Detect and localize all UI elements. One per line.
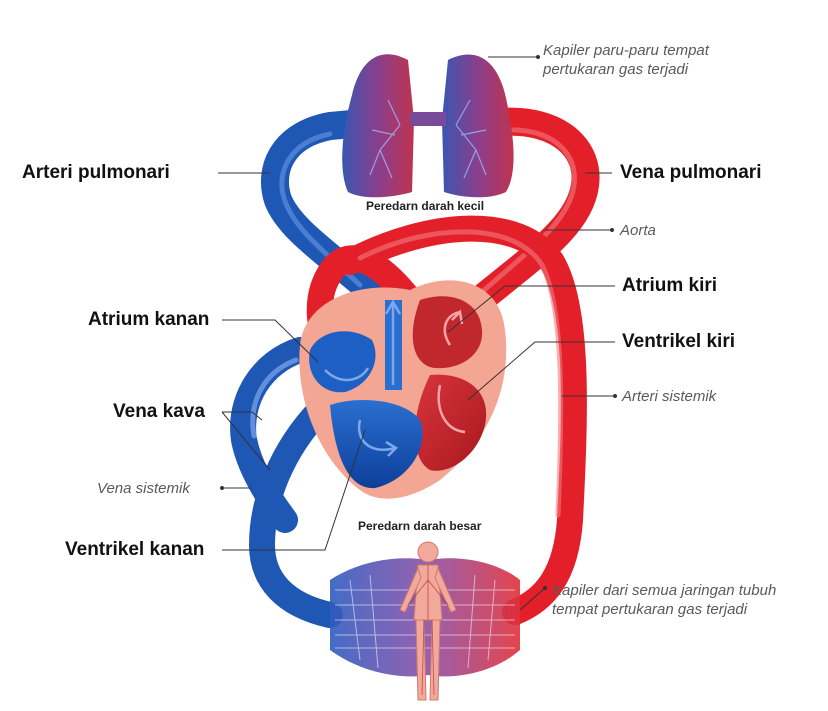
leader-lines [218, 56, 615, 611]
label-ventrikel-kanan: Ventrikel kanan [65, 539, 205, 560]
label-vena-kava: Vena kava [113, 401, 205, 422]
label-ventrikel-kiri: Ventrikel kiri [622, 331, 736, 352]
vena-cava-highlight [250, 357, 299, 439]
leader-ventrikel-kiri [467, 341, 615, 401]
left-lung [342, 54, 414, 198]
human-vessels [407, 565, 449, 696]
flow-arrow-right-ventricle [357, 419, 399, 457]
label-arteri-sistemik: Arteri sistemik [622, 388, 717, 405]
leader-dots [220, 55, 617, 590]
right-lung [442, 54, 514, 198]
leader-atrium-kiri [447, 285, 615, 333]
label-vena-sistemik: Vena sistemik [97, 480, 190, 497]
trachea-bridge [410, 112, 446, 126]
pulmonary-vein-vessel [466, 107, 600, 314]
pulmonary-vein-highlight [479, 127, 577, 295]
label-peredaran-besar: Peredarn darah besar [358, 519, 482, 533]
label-aorta: Aorta [620, 222, 656, 239]
leader-atrium-kanan [222, 319, 319, 363]
leader-vena-kava-1 [222, 411, 263, 421]
leader-ventrikel-kanan [222, 429, 366, 551]
flow-arrow-up [384, 299, 402, 385]
lung-bronchi [369, 99, 487, 179]
label-vena-pulmonari: Vena pulmonari [620, 162, 762, 183]
label-atrium-kanan: Atrium kanan [88, 309, 210, 330]
human-body-figure [399, 541, 457, 701]
aorta-to-systemic [337, 215, 587, 625]
label-kapiler-jaringan: Kapiler dari semua jaringan tubuh tempat… [552, 582, 777, 618]
vena-cava-lower [248, 397, 343, 628]
label-peredaran-kecil: Peredarn darah kecil [366, 199, 485, 213]
aorta-highlight [357, 229, 564, 518]
flow-arrow-left-atrium [443, 309, 464, 346]
flow-arrow-left-ventricle [437, 384, 466, 434]
label-arteri-pulmonari: Arteri pulmonari [22, 162, 170, 183]
left-atrium-chamber [412, 296, 483, 369]
label-atrium-kiri: Atrium kiri [622, 275, 718, 296]
label-kapiler-paru: Kapiler paru-paru tempat pertukaran gas … [543, 42, 709, 78]
flow-arrow-right-atrium [324, 367, 370, 382]
leader-kapiler-jaringan [519, 587, 546, 611]
leader-vena-kava-2 [221, 411, 271, 471]
left-ventricle-chamber [414, 374, 487, 471]
